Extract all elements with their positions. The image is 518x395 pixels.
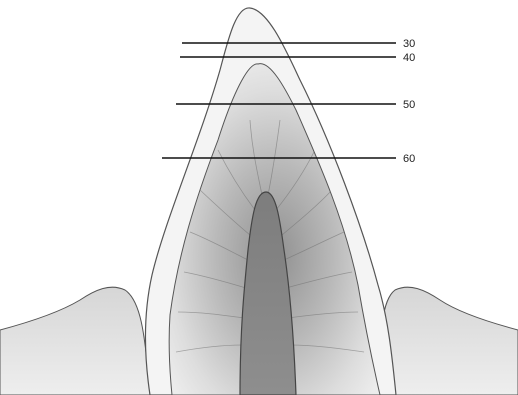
gum-right bbox=[378, 287, 518, 395]
level-label-60: 60 bbox=[403, 153, 415, 165]
level-label-50: 50 bbox=[403, 99, 415, 111]
gum-left bbox=[0, 287, 150, 395]
level-label-40: 40 bbox=[403, 52, 415, 64]
level-label-30: 30 bbox=[403, 38, 415, 50]
